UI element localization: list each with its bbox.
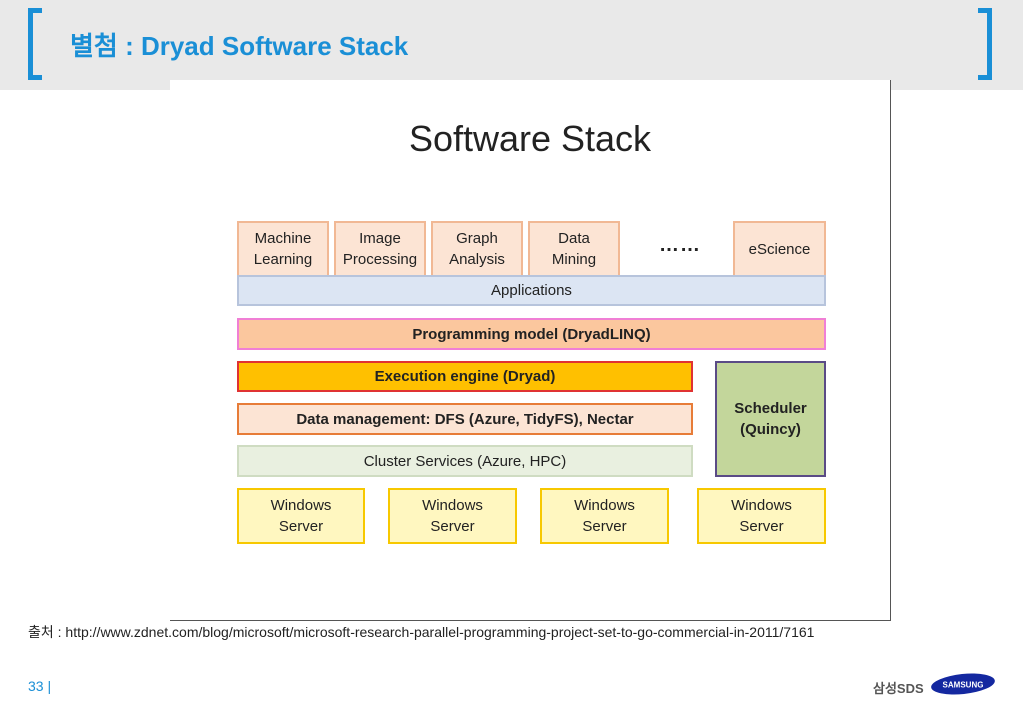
source-citation: 출처 : http://www.zdnet.com/blog/microsoft… xyxy=(28,624,815,640)
windows-server-box: Windows Server xyxy=(540,488,669,544)
app-box-data-mining: Data Mining xyxy=(528,221,620,277)
software-stack-figure: Software Stack Machine Learning Image Pr… xyxy=(170,80,891,621)
app-box-graph-analysis: Graph Analysis xyxy=(431,221,523,277)
app-ellipsis: …… xyxy=(659,234,701,256)
layer-cluster-services: Cluster Services (Azure, HPC) xyxy=(237,445,693,477)
layer-scheduler: Scheduler (Quincy) xyxy=(715,361,826,477)
samsung-logo-text: SAMSUNG xyxy=(943,681,984,690)
page-number: 33 | xyxy=(28,678,52,694)
header-band xyxy=(0,0,1023,90)
layer-data-management: Data management: DFS (Azure, TidyFS), Ne… xyxy=(237,403,693,435)
layer-applications: Applications xyxy=(237,275,826,306)
app-box-machine-learning: Machine Learning xyxy=(237,221,329,277)
layer-execution-engine: Execution engine (Dryad) xyxy=(237,361,693,392)
left-bracket-decoration xyxy=(28,8,42,80)
app-box-escience: eScience xyxy=(733,221,826,277)
windows-server-box: Windows Server xyxy=(237,488,365,544)
windows-server-box: Windows Server xyxy=(697,488,826,544)
app-box-image-processing: Image Processing xyxy=(334,221,426,277)
layer-programming-model: Programming model (DryadLINQ) xyxy=(237,318,826,350)
windows-server-box: Windows Server xyxy=(388,488,517,544)
samsung-sds-logo: 삼성SDS xyxy=(873,681,924,696)
right-bracket-decoration xyxy=(978,8,992,80)
samsung-logo: SAMSUNG xyxy=(931,673,995,695)
figure-title: Software Stack xyxy=(408,118,652,159)
slide-title: 별첨 : Dryad Software Stack xyxy=(70,31,409,61)
